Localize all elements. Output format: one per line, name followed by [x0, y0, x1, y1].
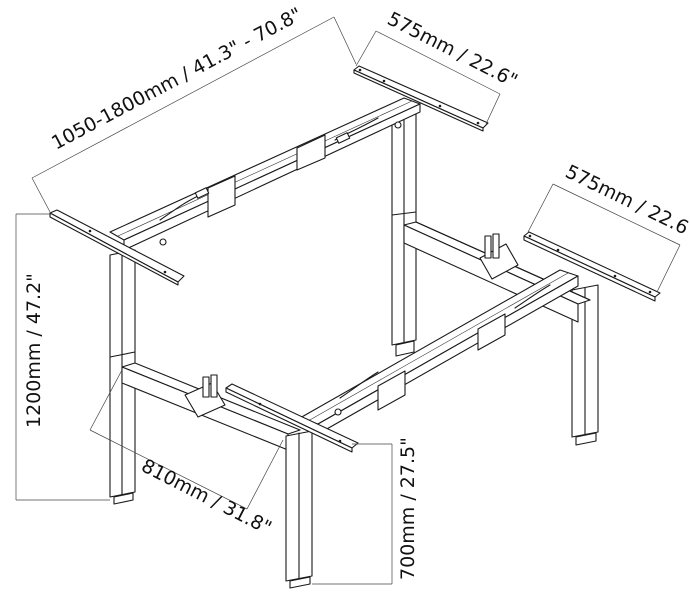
- front-top-bracket: [225, 383, 359, 453]
- max-height-label: 1200mm / 47.2": [23, 273, 45, 428]
- right-top-bracket: [523, 231, 661, 302]
- front-rail: [299, 269, 579, 435]
- rear-rail: [109, 97, 421, 251]
- min-height-label: 700mm / 27.5": [397, 437, 419, 580]
- left-top-bracket: [49, 209, 185, 286]
- width-range-label: 1050-1800mm / 41.3" - 70.8": [48, 3, 306, 154]
- rear-bracket-label: 575mm / 22.6": [384, 8, 521, 92]
- back-right-leg: [571, 284, 599, 446]
- front-right-leg: [285, 430, 313, 589]
- rear-top-bracket: [353, 65, 489, 132]
- dimension-width: 1050-1800mm / 41.3" - 70.8": [31, 3, 357, 213]
- right-bracket-label: 575mm / 22.6": [562, 161, 690, 243]
- dimension-min-height: 700mm / 27.5": [312, 437, 419, 585]
- dimension-max-height: 1200mm / 47.2": [15, 213, 110, 501]
- depth-label: 810mm / 31.8": [138, 455, 275, 539]
